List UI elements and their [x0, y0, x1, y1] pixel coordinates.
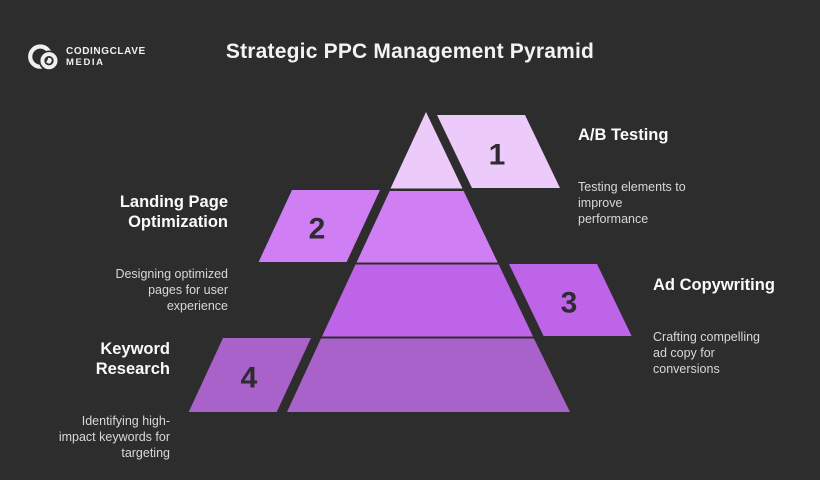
tab-3-number: 3: [561, 287, 578, 320]
tab-1-number: 1: [489, 139, 506, 172]
brand-name: CODINGCLAVE: [66, 46, 146, 58]
tier-3-description: Crafting compelling ad copy for conversi…: [653, 330, 760, 376]
pyramid-tab-4: [188, 338, 311, 412]
pyramid-tab-2: [258, 190, 380, 262]
tab-4-number: 4: [241, 362, 258, 395]
tier-3-text-block: Ad Copywriting Crafting compelling ad co…: [653, 257, 775, 395]
tier-1-label: A/B Testing: [578, 126, 669, 144]
tier-2-label: Landing Page Optimization: [119, 193, 228, 231]
tier-4-label: Keyword Research: [95, 340, 170, 378]
brand-logo-text: CODINGCLAVE MEDIA: [66, 47, 146, 67]
tab-2-number: 2: [309, 213, 326, 246]
tier-1-description: Testing elements to improve performance: [578, 180, 686, 226]
tier-2-description: Designing optimized pages for user exper…: [115, 267, 228, 313]
tier-1-text-block: A/B Testing Testing elements to improve …: [578, 107, 686, 245]
pyramid-tier-4-band: [287, 338, 570, 412]
brand-logo: CODINGCLAVE MEDIA: [27, 41, 146, 74]
tier-4-text-block: Keyword Research Identifying high- impac…: [59, 321, 170, 479]
pyramid-tier-2-band: [356, 191, 498, 263]
tier-2-text-block: Landing Page Optimization Designing opti…: [115, 174, 228, 332]
interlocked-rings-icon: [28, 44, 60, 71]
pyramid-tier-1-band: [390, 112, 463, 189]
tier-4-description: Identifying high- impact keywords for ta…: [58, 414, 170, 460]
brand-subname: MEDIA: [66, 56, 105, 68]
page-title: Strategic PPC Management Pyramid: [225, 40, 595, 63]
pyramid-tier-3-band: [322, 264, 533, 337]
pyramid-tab-1: [437, 115, 560, 188]
pyramid-tab-3: [509, 264, 632, 336]
tier-3-label: Ad Copywriting: [653, 276, 775, 294]
